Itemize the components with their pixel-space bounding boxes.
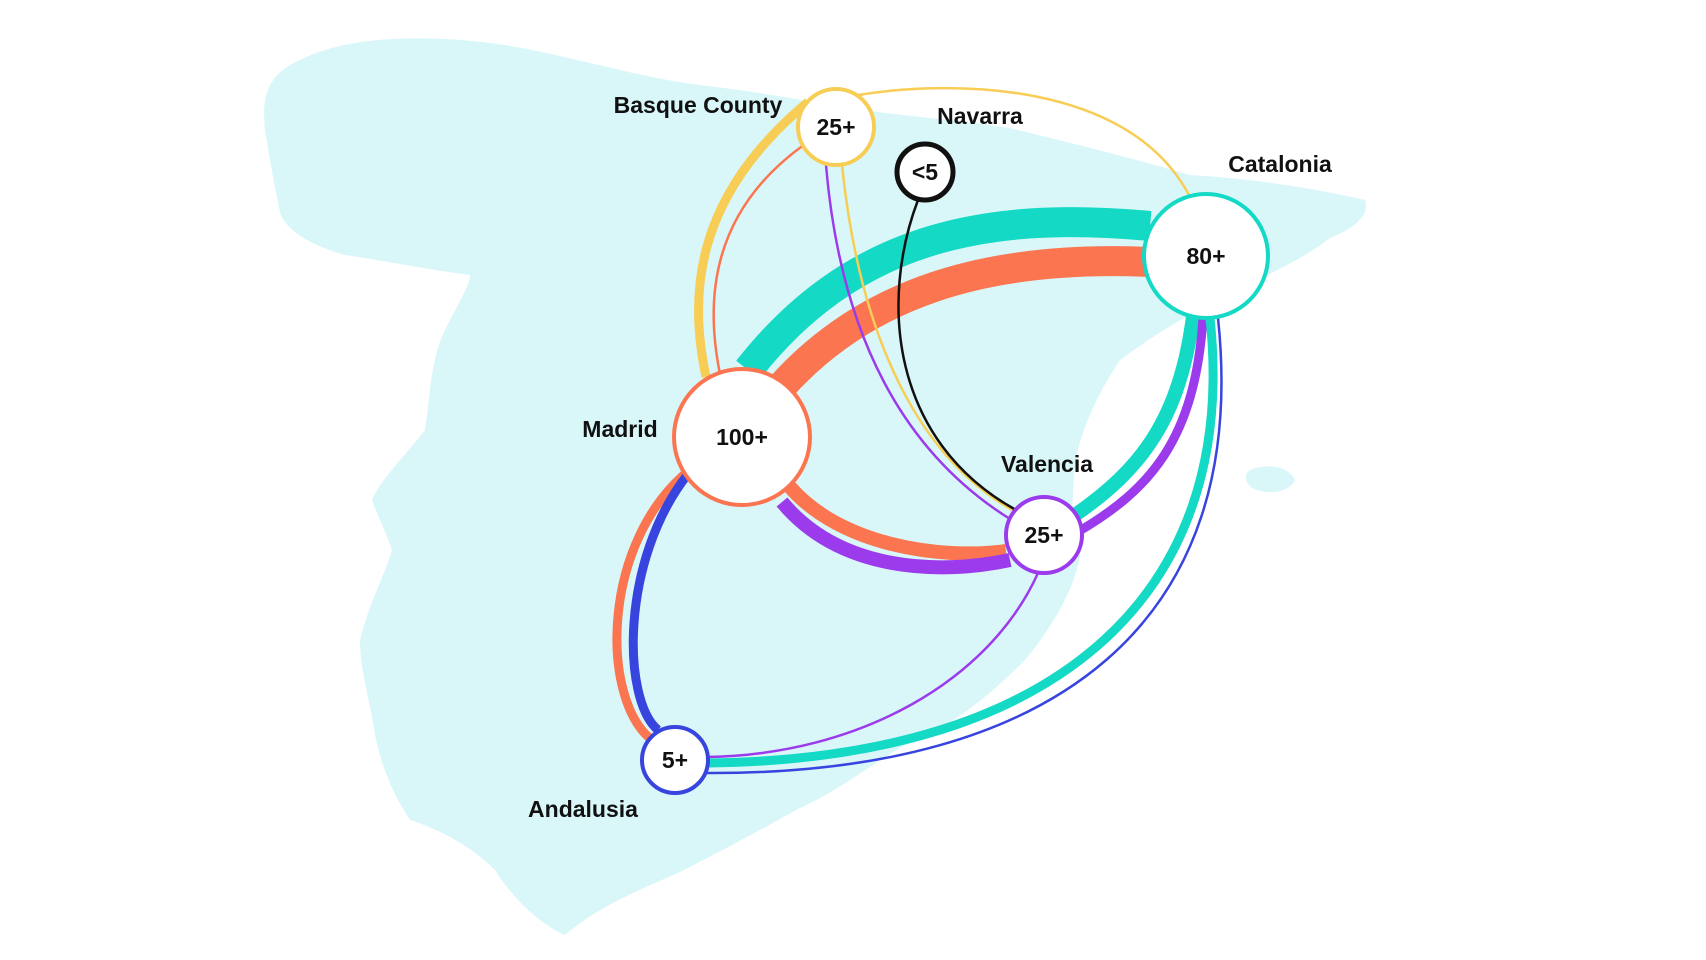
balearic-island [1245,466,1295,493]
region-label-navarra: Navarra [937,103,1023,129]
node-circle-catalonia [1142,192,1270,320]
node-catalonia: 80+ [1142,192,1270,320]
connection-catalonia-andalusia [705,317,1218,768]
node-basque: 25+ [796,87,876,167]
node-value-catalonia: 80+ [1186,243,1225,269]
connection-catalonia-basque [857,86,1192,198]
node-circle-navarra [894,141,956,203]
connection-catalonia-andalusia [705,317,1223,775]
region-label-andalusia: Andalusia [528,796,638,822]
connection-basque-valencia [840,164,1017,514]
region-nodes: 100+ 80+ 25+ <5 25+ 5+ [640,87,1270,795]
node-value-navarra: <5 [912,159,938,185]
connection-catalonia-valencia [1071,315,1200,521]
node-circle-basque [796,87,876,167]
connection-madrid-basque [712,140,809,375]
connection-madrid-valencia [784,482,1007,561]
connection-madrid-catalonia [758,246,1151,410]
node-value-basque: 25+ [816,114,855,140]
node-value-andalusia: 5+ [662,747,688,773]
region-labels: Madrid Catalonia Basque County NavarraValen… [528,92,1332,822]
connection-madrid-basque [694,98,811,378]
node-andalusia: 5+ [640,725,710,795]
connection-basque-valencia [824,164,1011,521]
region-label-madrid: Madrid [582,416,657,442]
node-value-madrid: 100+ [716,424,768,450]
connection-madrid-andalusia [628,471,692,734]
region-label-valencia: Valencia [1001,451,1093,477]
node-valencia: 25+ [1004,495,1084,575]
connection-lines [612,86,1223,775]
node-circle-valencia [1004,495,1084,575]
connection-catalonia-valencia [1073,317,1208,537]
connection-madrid-andalusia [612,464,695,744]
connection-navarra-valencia [897,199,1017,512]
node-value-valencia: 25+ [1024,522,1063,548]
node-madrid: 100+ [672,367,812,507]
region-label-basque: Basque County [614,92,783,118]
connection-madrid-valencia [776,497,1012,575]
node-circle-madrid [672,367,812,507]
region-label-catalonia: Catalonia [1228,151,1332,177]
connection-valencia-andalusia [705,572,1040,759]
node-circle-andalusia [640,725,710,795]
connection-madrid-catalonia [736,207,1152,380]
node-navarra: <5 [894,141,956,203]
